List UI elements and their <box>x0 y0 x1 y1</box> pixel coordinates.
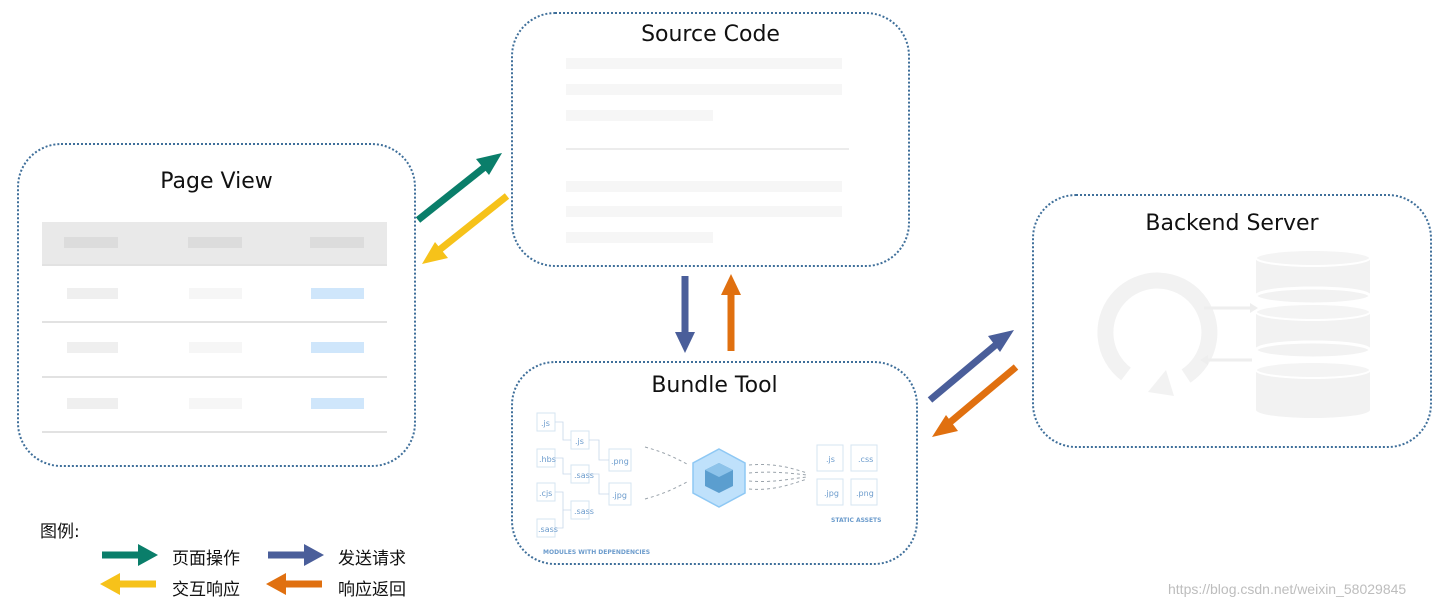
arrow-page-action <box>415 153 502 223</box>
legend-label-interaction-response: 交互响应 <box>172 580 240 600</box>
code-line <box>566 181 842 192</box>
legend-arrow-send-request <box>268 544 324 566</box>
table-row <box>42 323 387 376</box>
watermark: https://blog.csdn.net/weixin_58029845 <box>1168 581 1407 597</box>
backend-server-box: Backend Server <box>1032 194 1432 448</box>
assets-caption: STATIC ASSETS <box>831 517 882 524</box>
asset-label: .css <box>858 455 874 464</box>
code-line <box>566 84 842 95</box>
arrow-interaction-response <box>422 193 510 264</box>
database-icon <box>1254 250 1372 418</box>
code-line <box>566 206 842 217</box>
arrow-response-return-up <box>721 274 741 351</box>
code-line <box>566 232 713 243</box>
code-line <box>566 58 842 69</box>
page-view-box: Page View <box>17 143 416 467</box>
legend-arrow-response-return <box>266 573 322 595</box>
legend-label-send-request: 发送请求 <box>338 549 406 569</box>
code-line <box>566 110 713 121</box>
arrow-send-request <box>927 330 1014 403</box>
source-code-title: Source Code <box>641 22 780 47</box>
table-row <box>42 266 387 321</box>
bundle-tool-title: Bundle Tool <box>651 373 778 398</box>
webpack-illustration <box>536 412 878 538</box>
legend-label-page-action: 页面操作 <box>172 549 240 569</box>
module-label: .js <box>575 437 584 446</box>
table-row <box>42 378 387 431</box>
module-label: .sass <box>574 507 594 516</box>
module-label: .sass <box>574 471 594 480</box>
legend-label-response-return: 响应返回 <box>338 580 406 600</box>
legend-arrow-interaction-response <box>100 573 156 595</box>
legend-arrow-page-action <box>102 544 158 566</box>
asset-label: .js <box>826 455 835 464</box>
module-label: .sass <box>538 525 558 534</box>
module-label: .png <box>611 457 629 466</box>
arrow-response-return <box>932 364 1019 437</box>
module-label: .cjs <box>539 489 553 498</box>
module-label: .jpg <box>612 491 627 500</box>
bundle-tool-box: Bundle Tool <box>511 361 918 565</box>
server-illustration <box>1097 250 1372 418</box>
refresh-icon <box>1097 272 1218 383</box>
modules-caption: MODULES WITH DEPENDENCIES <box>543 549 651 556</box>
code-divider <box>566 148 849 150</box>
legend-title: 图例: <box>40 522 80 542</box>
table-header <box>42 222 387 264</box>
module-label: .js <box>541 419 550 428</box>
asset-label: .png <box>856 489 874 498</box>
backend-server-title: Backend Server <box>1145 211 1319 236</box>
source-code-box: Source Code <box>511 12 910 267</box>
arrow-send-request-down <box>675 276 695 353</box>
asset-label: .jpg <box>824 489 839 498</box>
page-view-title: Page View <box>160 169 273 194</box>
module-label: .hbs <box>539 455 556 464</box>
